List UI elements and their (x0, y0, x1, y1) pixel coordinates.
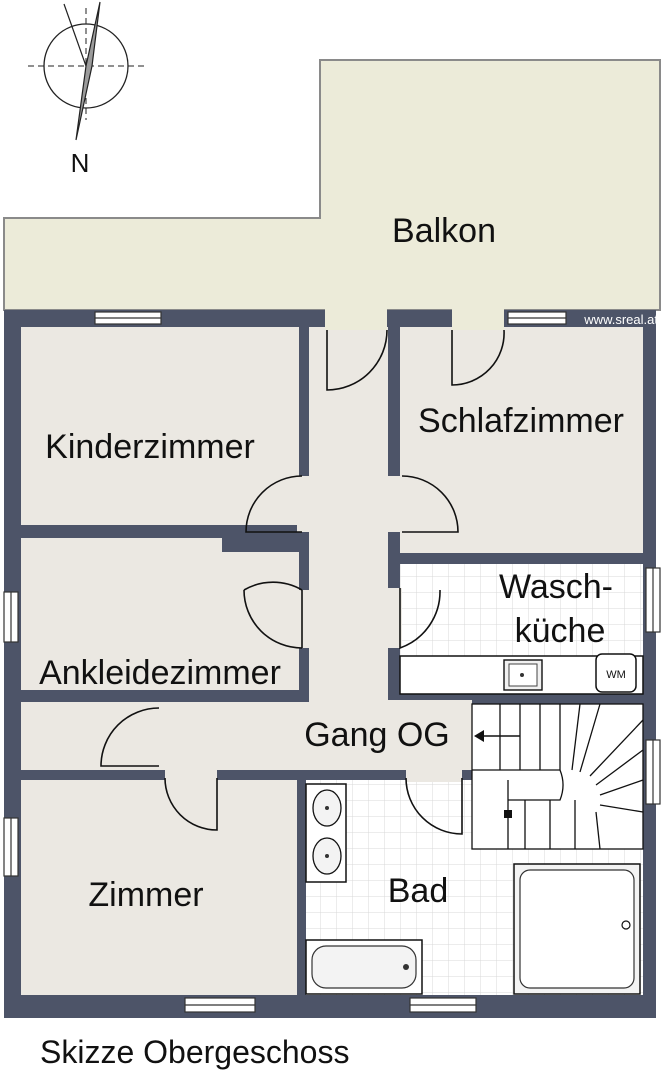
label-kinderzimmer: Kinderzimmer (45, 428, 255, 466)
vanity-double-sink (305, 783, 347, 883)
compass-north-label: N (71, 148, 90, 178)
door-opening-wasch (386, 588, 402, 648)
door-opening-ankleide (297, 590, 311, 648)
room-gang (21, 327, 472, 770)
window-zimmer-west (3, 817, 19, 877)
window-kinderzimmer (94, 311, 162, 325)
stair-end-marker (504, 810, 512, 818)
window-waschkueche (645, 567, 661, 633)
label-schlafzimmer: Schlafzimmer (418, 402, 624, 440)
windows (3, 311, 661, 1013)
label-zimmer: Zimmer (88, 876, 203, 914)
label-waschkueche-line2: küche (515, 612, 606, 650)
label-balkon: Balkon (392, 212, 496, 250)
room-kinderzimmer (21, 327, 299, 525)
label-gang: Gang OG (304, 716, 450, 754)
bathtub (305, 939, 423, 995)
staircase-area (472, 704, 643, 849)
stair-direction-arrow (474, 730, 520, 742)
balcony-door-opening-left (325, 308, 387, 330)
washing-machine-label: WM (606, 669, 626, 681)
room-schlafzimmer (400, 327, 643, 553)
window-staircase (645, 739, 661, 805)
door-opening-schlaf (387, 476, 402, 532)
window-ankleidezimmer (3, 591, 19, 643)
door-opening-bad (406, 768, 462, 782)
watermark: www.sreal.at (583, 312, 658, 327)
staircase (471, 703, 644, 850)
window-zimmer-south (184, 997, 256, 1013)
compass-needle-icon (75, 1, 101, 141)
shower (513, 863, 641, 995)
window-bad-south (409, 997, 477, 1013)
label-waschkueche-line1: Wasch- (499, 568, 613, 606)
room-ankleidezimmer (21, 538, 299, 690)
door-opening-zimmer (165, 768, 217, 782)
doors (100, 329, 505, 835)
washing-machine: WM (595, 653, 637, 693)
label-ankleidezimmer: Ankleidezimmer (39, 654, 281, 692)
plan-caption: Skizze Obergeschoss (40, 1034, 350, 1070)
door-opening-kinder (297, 476, 311, 532)
laundry-sink (503, 659, 543, 691)
label-bad: Bad (388, 872, 449, 910)
balcony-area (3, 59, 661, 311)
compass: N (28, 1, 146, 178)
room-zimmer (21, 780, 297, 995)
window-schlafzimmer (507, 311, 567, 325)
balcony-door-opening-right (452, 308, 504, 330)
